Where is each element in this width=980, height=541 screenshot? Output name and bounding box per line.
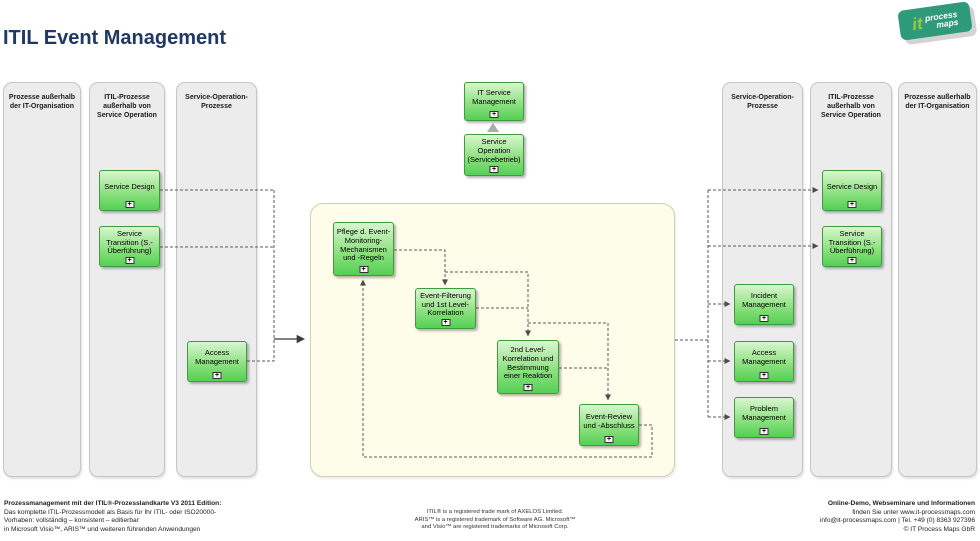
process-box-label: Access Management (742, 348, 786, 366)
expand-icon[interactable]: + (759, 315, 769, 322)
footer-trademark-line: and Visio™ are registered trademarks of … (421, 524, 569, 531)
footer-right-title: Online-Demo, Webseminare und Information… (827, 500, 975, 507)
process-box-service-operation[interactable]: Service Operation (Servicebetrieb) + (464, 134, 524, 176)
expand-icon[interactable]: + (847, 257, 857, 264)
expand-icon[interactable]: + (441, 319, 450, 326)
it-process-maps-logo[interactable]: it process maps (897, 1, 973, 41)
expand-icon[interactable]: + (523, 384, 533, 391)
process-box-label: Service Operation (Servicebetrieb) (467, 137, 521, 164)
expand-icon[interactable]: + (604, 436, 614, 443)
footer-left-title: Prozessmanagement mit der ITIL®-Prozessl… (4, 500, 222, 507)
footer-right-block: Online-Demo, Webseminare und Information… (820, 500, 975, 534)
expand-icon[interactable]: + (125, 201, 134, 208)
process-box-label: Problem Management (742, 404, 786, 422)
process-box-label: Access Management (195, 348, 239, 366)
page-title: ITIL Event Management (3, 27, 227, 49)
process-box-event-monitoring-pflege[interactable]: Pflege d. Event- Monitoring- Mechanismen… (333, 222, 394, 276)
expand-icon[interactable]: + (847, 201, 857, 208)
hierarchy-triangle-icon (487, 123, 499, 132)
process-box-access-management-left[interactable]: Access Management + (187, 341, 247, 382)
expand-icon[interactable]: + (489, 166, 499, 173)
process-box-event-review[interactable]: Event-Review und -Abschluss + (579, 404, 639, 446)
footer-trademark-block: ITIL® is a registered trade mark of AXEL… (330, 509, 660, 532)
process-box-label: Service Design (104, 181, 155, 191)
process-box-label: Service Transition (S.- Überführung) (106, 228, 153, 256)
expand-icon[interactable]: + (125, 257, 134, 264)
lane-header: Service-Operation- Prozesse (731, 94, 794, 110)
expand-icon[interactable]: + (359, 266, 368, 273)
footer-left-block: Prozessmanagement mit der ITIL®-Prozessl… (4, 500, 221, 534)
process-box-label: Event-Filterung und 1st Level- Korrelati… (420, 290, 471, 318)
lane-left-service-operation-processes: Service-Operation- Prozesse (176, 82, 257, 477)
process-box-label: IT Service Management (472, 88, 516, 106)
process-box-2nd-level-korrelation[interactable]: 2nd Level- Korrelation und Bestimmung ei… (497, 340, 559, 394)
process-box-label: Service Design (826, 181, 878, 191)
process-box-service-design-right[interactable]: Service Design + (822, 170, 882, 211)
process-box-label: Event-Review und -Abschluss (583, 411, 635, 430)
lane-header: ITIL-Prozesse außerhalb von Service Oper… (97, 94, 157, 119)
process-box-service-transition-left[interactable]: Service Transition (S.- Überführung) + (99, 226, 160, 267)
lane-header: ITIL-Prozesse außerhalb von Service Oper… (821, 94, 881, 119)
lane-header: Service-Operation- Prozesse (185, 94, 248, 110)
process-box-incident-management[interactable]: Incident Management + (734, 284, 794, 325)
footer-contact-link[interactable]: info@it-processmaps.com | Tel. +49 (0) 8… (819, 517, 975, 525)
expand-icon[interactable]: + (759, 372, 769, 379)
footer-left-line: in Microsoft Visio™, ARIS™ und weiteren … (4, 525, 201, 533)
process-box-label: Service Transition (S.- Überführung) (828, 228, 876, 256)
footer-left-line: Vorhaben: vollständig – konsistent – edi… (4, 517, 139, 525)
process-box-label: 2nd Level- Korrelation und Bestimmung ei… (502, 344, 554, 381)
lane-left-itil-outside-service-operation: ITIL-Prozesse außerhalb von Service Oper… (89, 82, 165, 477)
process-box-service-transition-right[interactable]: Service Transition (S.- Überführung) + (822, 226, 882, 267)
expand-icon[interactable]: + (759, 428, 769, 435)
logo-maps-text: maps (935, 16, 960, 30)
expand-icon[interactable]: + (212, 372, 222, 379)
lane-left-outside-it-org: Prozesse außerhalb der IT-Organisation (3, 82, 81, 477)
expand-icon[interactable]: + (489, 111, 499, 118)
process-box-label: Pflege d. Event- Monitoring- Mechanismen… (336, 226, 391, 263)
logo-it-text: it (910, 13, 924, 34)
lane-right-outside-it-org: Prozesse außerhalb der IT-Organisation (898, 82, 977, 477)
process-box-label: Incident Management (742, 291, 786, 309)
footer-trademark-line: ARIS™ is a registered trademark of Softw… (414, 516, 576, 523)
footer-website-link[interactable]: finden Sie unter www.it-processmaps.com (852, 508, 975, 516)
process-box-event-filterung[interactable]: Event-Filterung und 1st Level- Korrelati… (415, 288, 476, 329)
lane-right-itil-outside-service-operation: ITIL-Prozesse außerhalb von Service Oper… (810, 82, 892, 477)
logo-wordmark: process maps (924, 8, 960, 30)
process-box-service-design-left[interactable]: Service Design + (99, 170, 160, 211)
lane-header: Prozesse außerhalb der IT-Organisation (8, 94, 76, 110)
process-box-access-management-right[interactable]: Access Management + (734, 341, 794, 382)
footer-copyright: © IT Process Maps GbR (903, 525, 975, 533)
process-box-it-service-management[interactable]: IT Service Management + (464, 82, 524, 121)
footer-trademark-line: ITIL® is a registered trade mark of AXEL… (426, 509, 564, 515)
process-box-problem-management[interactable]: Problem Management + (734, 397, 794, 438)
lane-header: Prozesse außerhalb der IT-Organisation (904, 94, 971, 110)
footer-left-line: Das komplette ITIL-Prozessmodell als Bas… (4, 508, 217, 516)
